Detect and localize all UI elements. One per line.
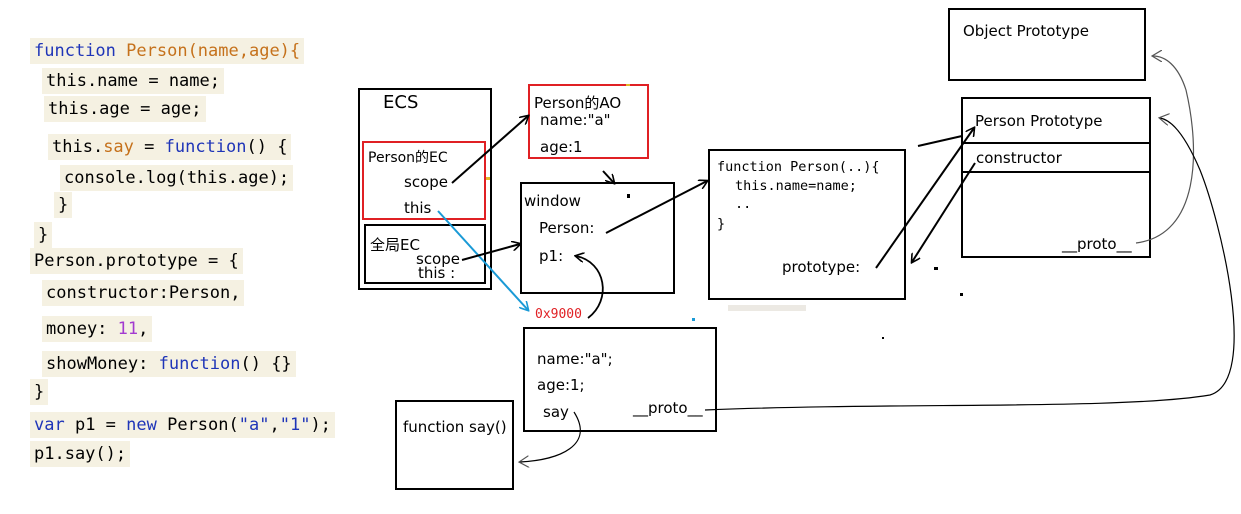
keyword: function [164, 137, 247, 157]
person-fn-line-3: .. [735, 196, 752, 212]
keyword: function [158, 354, 241, 374]
code-text: () { [246, 137, 288, 157]
params: (name,age){ [187, 41, 301, 61]
arrow-instance-proto-to-person-prototype [704, 118, 1235, 411]
person-prototype-title: Person Prototype [975, 112, 1103, 130]
say-function-title: function say() [403, 418, 507, 436]
person-ec-scope: scope [404, 173, 448, 191]
code-text: Person( [156, 415, 239, 435]
person-fn-line-2: this.name=name; [735, 178, 857, 194]
person-ec-this: this [404, 199, 432, 217]
speck [692, 318, 695, 321]
global-ec-box [364, 224, 486, 284]
string: "a" [238, 415, 270, 435]
string: "1" [279, 415, 311, 435]
code-line-12: } [30, 379, 49, 405]
arrow-this-to-instance [437, 210, 528, 310]
object-prototype-title: Object Prototype [963, 22, 1089, 40]
code-line-7: } [34, 222, 53, 248]
code-line-3: this.age = age; [44, 96, 206, 122]
window-box [520, 182, 675, 294]
instance-proto: __proto__ [633, 399, 703, 417]
person-prototype-divider-1 [962, 142, 1150, 144]
window-p1: p1: [539, 247, 564, 265]
gray-bar [728, 305, 806, 311]
arrow-scope-to-ao [451, 116, 528, 184]
instance-name: name:"a"; [537, 350, 613, 368]
keyword: function [34, 41, 116, 61]
address-label: 0x9000 [535, 307, 582, 322]
arrow-constructor-to-function [912, 162, 976, 262]
person-ao-name: name:"a" [540, 111, 611, 129]
global-ec-scope: scope [416, 250, 460, 268]
code-line-6: } [54, 192, 73, 218]
ecs-title: ECS [383, 92, 419, 113]
function-name: Person [126, 41, 188, 61]
code-text: money: [46, 319, 118, 339]
person-prototype-constructor: constructor [976, 149, 1062, 167]
instance-box [523, 327, 717, 432]
code-line-10: money: 11, [42, 316, 153, 342]
code-text: showMoney: [46, 354, 159, 374]
speck [882, 337, 884, 339]
object-prototype-box [948, 8, 1146, 81]
person-fn-line-1: function Person(..){ [717, 159, 880, 175]
window-person: Person: [539, 219, 595, 237]
person-prototype-proto: __proto__ [1062, 235, 1132, 253]
code-line-4: this.say = function() { [48, 134, 292, 160]
code-text: () {} [240, 354, 292, 374]
code-text: ); [310, 415, 331, 435]
person-fn-prototype: prototype: [782, 258, 861, 276]
speck [626, 84, 630, 86]
arrow-p1-to-instance [576, 256, 604, 319]
code-text: , [138, 319, 149, 339]
code-line-2: this.name = name; [42, 68, 224, 94]
instance-age: age:1; [537, 376, 585, 394]
code-line-14: p1.say(); [30, 441, 131, 467]
person-prototype-box [961, 97, 1151, 258]
code-text: this. [52, 137, 104, 157]
code-text: p1 = [64, 415, 127, 435]
arrow-prototype-to-person-prototype [875, 128, 974, 269]
arrow-proto-to-object-prototype [1135, 56, 1195, 244]
keyword: new [126, 415, 157, 435]
speck [934, 267, 938, 270]
arrow-say-to-function [520, 411, 581, 462]
arrow-ao-to-window [602, 170, 614, 183]
code-text: = [133, 137, 165, 157]
say-function-box [395, 400, 514, 490]
global-ec-label: 全局EC [370, 236, 420, 254]
person-ao-age: age:1 [540, 138, 583, 156]
code-line-1: function Person(name,age){ [30, 38, 305, 64]
speck [960, 293, 963, 296]
number: 11 [117, 319, 139, 339]
global-ec-this: this : [418, 264, 456, 282]
person-prototype-divider-2 [962, 171, 1150, 173]
person-fn-line-4: } [717, 216, 726, 232]
person-ao-box [528, 84, 649, 159]
person-ec-box [362, 141, 486, 220]
speck [627, 194, 630, 198]
window-title: window [524, 192, 581, 210]
person-ec-label: Person的EC [368, 150, 448, 166]
person-ao-title: Person的AO [534, 94, 622, 112]
keyword: var [34, 415, 65, 435]
code-line-11: showMoney: function() {} [42, 351, 296, 377]
code-text: say [103, 137, 134, 157]
code-line-13: var p1 = new Person("a","1"); [30, 412, 335, 438]
code-line-8: Person.prototype = { [30, 248, 243, 274]
speck [486, 177, 490, 180]
code-line-5: console.log(this.age); [60, 165, 294, 191]
arrow-global-scope-to-window [461, 244, 520, 261]
person-function-box [708, 149, 906, 300]
arrow-function-to-prototype-box [917, 135, 963, 147]
code-text: , [269, 415, 280, 435]
instance-say: say [543, 403, 569, 421]
code-line-9: constructor:Person, [42, 280, 245, 306]
arrow-window-person-to-function [605, 181, 707, 234]
